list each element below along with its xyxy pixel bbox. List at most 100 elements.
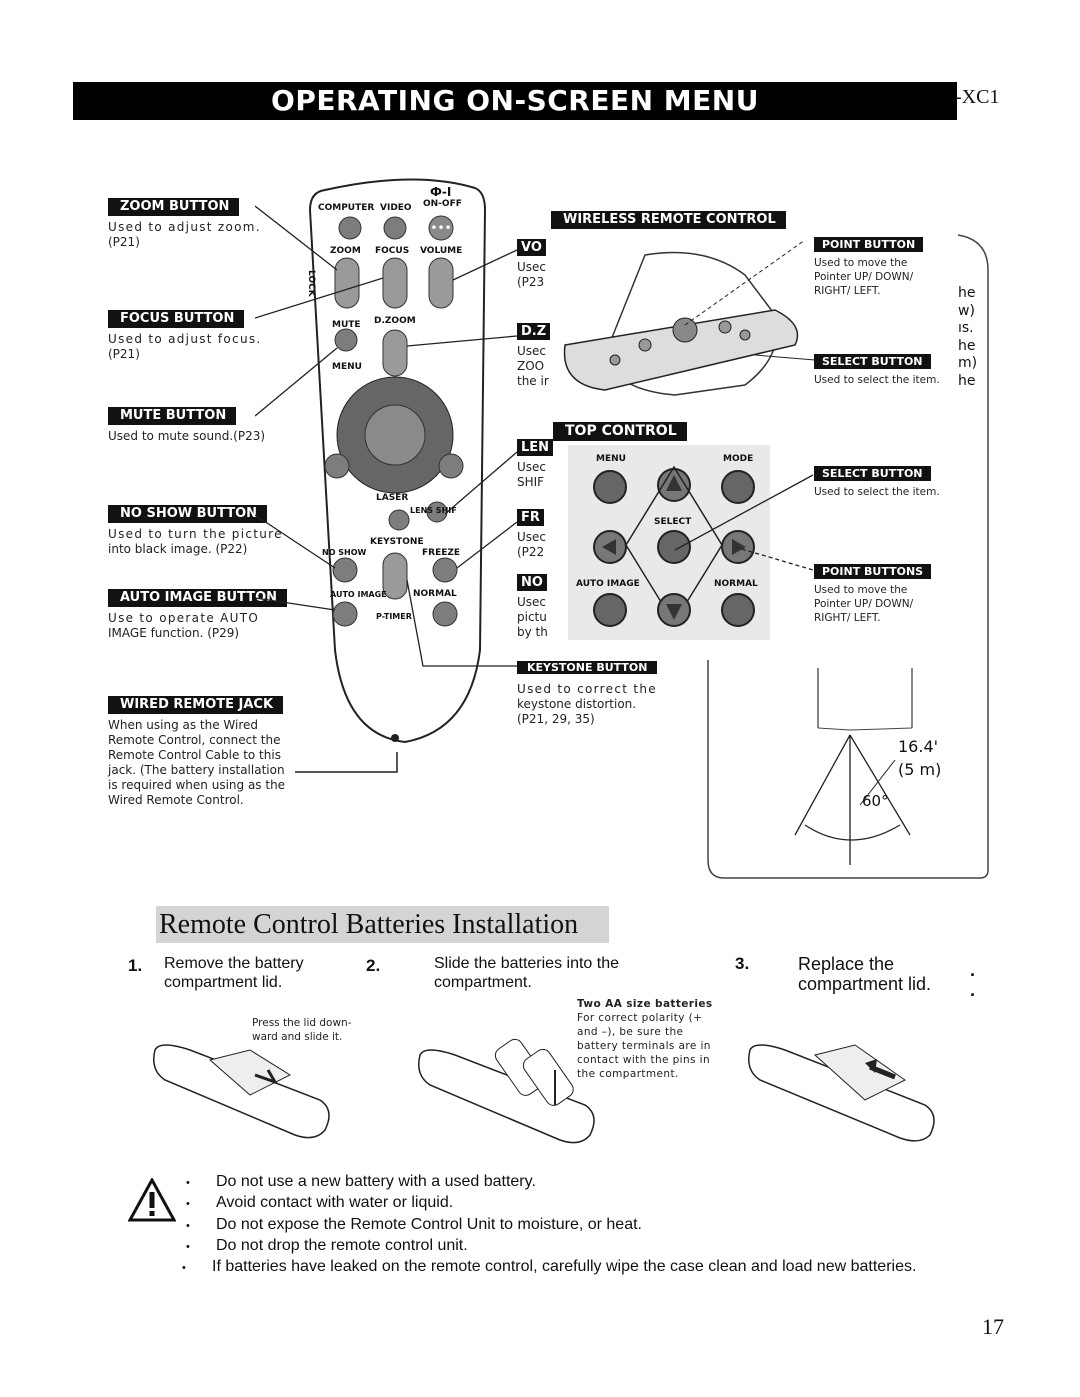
top-control-label: TOP CONTROL (553, 422, 687, 441)
no-show-button-label: NO SHOW BUTTON (108, 505, 268, 523)
step-1-text: Remove the battery compartment lid. (164, 954, 304, 992)
warning-text: Do not drop the remote control unit. (216, 1236, 468, 1254)
normal-desc: pictu (517, 610, 547, 624)
step-1-note: Press the lid down- ward and slide it. (252, 1016, 352, 1044)
tc-point-desc: RIGHT/ LEFT. (814, 612, 881, 624)
auto-image-button-callout: AUTO IMAGE BUTTON Use to operate AUTO IM… (108, 588, 288, 641)
mute-button-label: MUTE BUTTON (108, 407, 237, 425)
step-2-illustration (418, 1038, 595, 1144)
zoom-desc: Used to adjust zoom. (108, 220, 261, 234)
dzoom-label: D.Z (517, 323, 551, 340)
select-desc: Used to select the item. (814, 374, 940, 386)
tc-point-desc: Pointer UP/ DOWN/ (814, 598, 914, 610)
volume-ref: (P23 (517, 275, 545, 289)
remote-label-no-show: NO SHOW (322, 548, 367, 557)
remote-label-laser: LASER (376, 493, 409, 503)
remote-label-volume: VOLUME (420, 246, 463, 256)
jack-line: jack. (The battery installation (108, 763, 285, 777)
step-2-number: 2. (366, 956, 381, 975)
remote-label-normal: NORMAL (413, 589, 457, 599)
power-icon: Ф-I (430, 185, 452, 199)
auto-image-button-label: AUTO IMAGE BUTTON (108, 589, 288, 607)
remote-label-keystone: KEYSTONE (370, 537, 424, 547)
lens-desc: SHIF (517, 475, 545, 489)
normal-desc: Usec (517, 595, 547, 609)
normal-callout: NO Usec pictu by th (517, 573, 548, 640)
warning-text: If batteries have leaked on the remote c… (212, 1258, 917, 1276)
warning-text: Do not expose the Remote Control Unit to… (216, 1215, 642, 1233)
mute-desc: Used to mute sound.(P23) (108, 429, 266, 443)
mute-button-callout: MUTE BUTTON Used to mute sound.(P23) (108, 406, 265, 444)
warning-item: •Do not use a new battery with a used ba… (186, 1173, 536, 1190)
focus-desc: Used to adjust focus. (108, 332, 262, 346)
warning-item: •Do not drop the remote control unit. (186, 1236, 468, 1254)
no-show-button-callout: NO SHOW BUTTON Used to turn the picture … (108, 504, 283, 557)
freeze-callout: FR Usec (P22 (517, 508, 546, 560)
point-desc: Pointer UP/ DOWN/ (814, 271, 914, 283)
lens-shift-callout: LEN Usec SHIF (517, 438, 554, 490)
step-2-note: Two AA size batteries For correct polari… (577, 997, 713, 1081)
step-line: compartment lid. (164, 974, 283, 991)
note-line: and –), be sure the (577, 1026, 684, 1038)
remote-label-onoff: ON-OFF (423, 199, 462, 209)
step-1-illustration (153, 1044, 330, 1139)
tc-select-button-label: SELECT BUTTON (814, 466, 931, 481)
volume-callout: VO Usec (P23 (517, 238, 546, 290)
remote-label-lock: LOCK (306, 270, 316, 297)
keystone-desc: Used to correct the (517, 682, 657, 696)
point-desc: RIGHT/ LEFT. (814, 285, 881, 297)
page-title: OPERATING ON-SCREEN MENU (73, 82, 957, 120)
step-line: compartment lid. (798, 974, 932, 994)
keystone-label: KEYSTONE BUTTON (517, 661, 658, 674)
tc-auto-image-label: AUTO IMAGE (576, 579, 640, 589)
partial-line: he (958, 285, 976, 301)
auto-image-desc2: IMAGE function. (P29) (108, 626, 240, 640)
step-line: Slide the batteries into the (434, 955, 620, 972)
battery-warnings: •Do not use a new battery with a used ba… (182, 1172, 916, 1278)
select-button-label: SELECT BUTTON (814, 354, 931, 369)
wired-remote-jack-label: WIRED REMOTE JACK (108, 696, 284, 714)
tc-normal-label: NORMAL (714, 579, 758, 589)
warning-text: Do not use a new battery with a used bat… (216, 1173, 536, 1190)
note-line: ward and slide it. (252, 1031, 343, 1043)
no-show-desc: Used to turn the picture (108, 527, 283, 541)
warning-item: •If batteries have leaked on the remote … (182, 1258, 917, 1276)
point-desc: Used to move the (814, 257, 908, 269)
jack-line: Wired Remote Control. (108, 793, 244, 807)
partial-line: ıs. (958, 320, 974, 336)
remote-label-computer: COMPUTER (318, 203, 375, 213)
wired-remote-jack-callout: WIRED REMOTE JACK When using as the Wire… (108, 695, 285, 808)
top-control-leaders (675, 474, 814, 571)
lens-desc: Usec (517, 460, 547, 474)
normal-label: NO (517, 574, 547, 591)
remote-label-dzoom: D.ZOOM (374, 316, 416, 326)
note-line: Press the lid down- (252, 1017, 352, 1029)
warning-icon (128, 1178, 176, 1222)
select-button-callout: SELECT BUTTON Used to select the item. (814, 352, 940, 387)
note-line: the compartment. (577, 1068, 679, 1080)
lens-shift-label: LEN (517, 439, 554, 456)
partial-line: he (958, 372, 976, 389)
point-button-label: POINT BUTTON (814, 237, 924, 252)
jack-line: is required when using as the (108, 778, 286, 792)
keystone-desc: (P21, 29, 35) (517, 712, 595, 726)
keystone-callout: KEYSTONE BUTTON Used to correct the keys… (517, 658, 658, 727)
zoom-button-callout: ZOOM BUTTON Used to adjust zoom. (P21) (108, 197, 261, 250)
note-line: battery terminals are in (577, 1040, 711, 1052)
range-metric: (5 m) (898, 760, 942, 779)
battery-section-title: Remote Control Batteries Installation (156, 906, 609, 943)
zoom-ref: (P21) (108, 235, 140, 249)
step-line: Remove the battery (164, 955, 304, 972)
wireless-remote-illustration (563, 239, 815, 396)
remote-label-zoom: ZOOM (330, 246, 361, 256)
tc-select-desc: Used to select the item. (814, 486, 940, 498)
range-panel (707, 234, 989, 879)
tc-point-desc: Used to move the (814, 584, 908, 596)
dzoom-desc: Usec (517, 344, 547, 358)
step-2-text: Slide the batteries into the compartment… (434, 954, 619, 992)
warning-text: Avoid contact with water or liquid. (216, 1194, 454, 1212)
remote-label-auto-image: AUTO IMAGE (330, 590, 387, 599)
model-number: -XC1 (955, 86, 1000, 108)
remote-label-lens-shift: LENS SHIF (410, 506, 457, 515)
warning-item: •Do not expose the Remote Control Unit t… (186, 1215, 642, 1233)
